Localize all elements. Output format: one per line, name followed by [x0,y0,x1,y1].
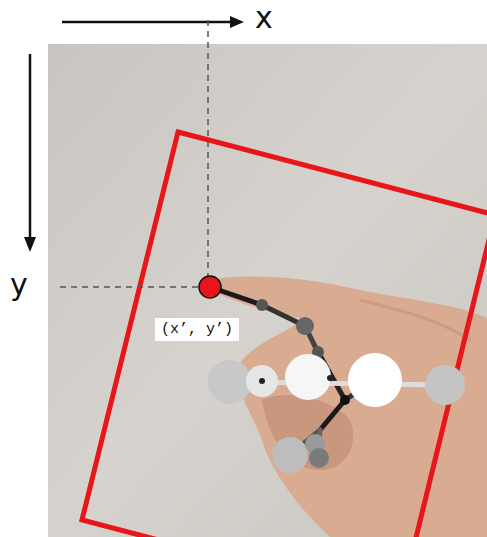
coordinate-label: (x’, y’) [155,318,239,341]
axis-arrows [24,16,244,252]
projection-lines [60,20,208,287]
hand-shape [200,276,487,537]
axis-label: x [255,3,273,33]
bounding-box [82,132,487,537]
keypoints [208,299,465,473]
fingertip-point [199,276,221,298]
wall-background [48,44,487,537]
axis-label: y [10,270,28,300]
